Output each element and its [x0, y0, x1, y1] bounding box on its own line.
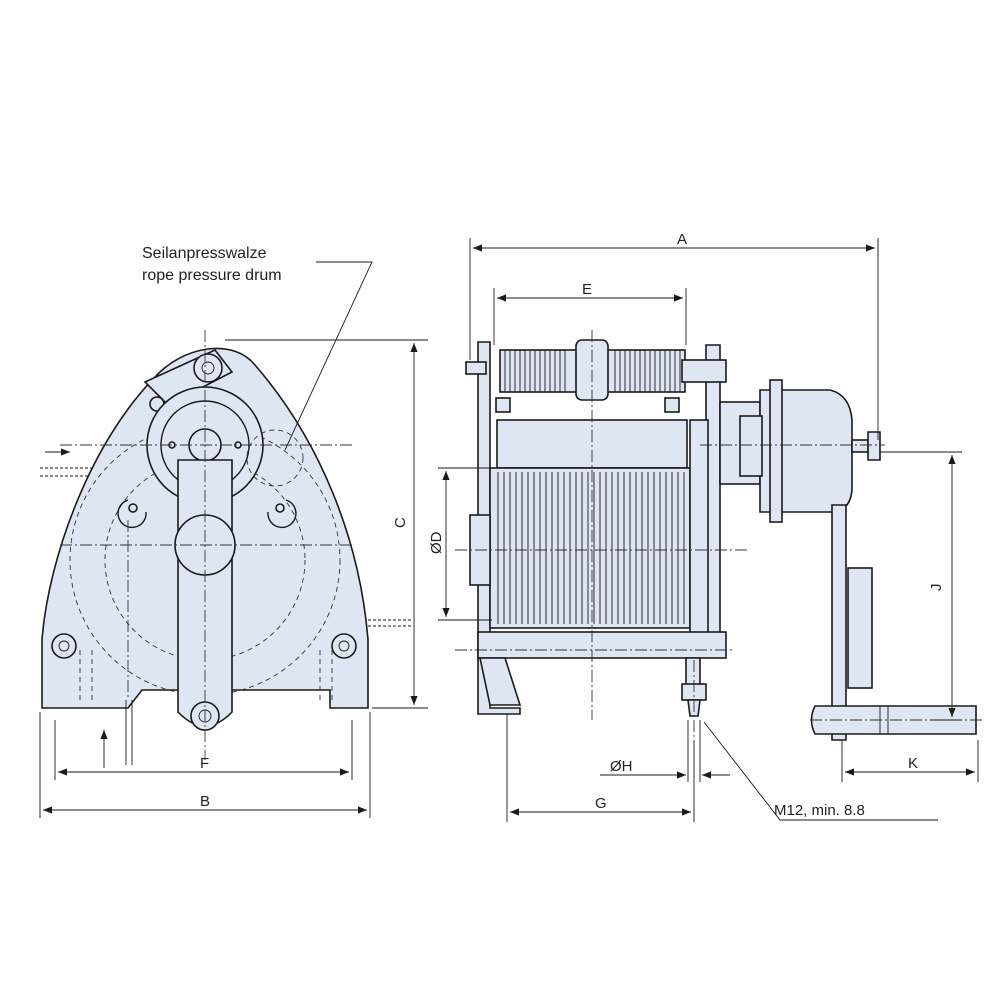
dim-label-g: G [595, 795, 607, 812]
dim-label-a: A [677, 231, 687, 248]
dim-label-j: J [928, 584, 945, 592]
frame-left [477, 341, 521, 715]
rope-drum-label-en: rope pressure drum [142, 267, 282, 284]
rope-drum-label-de: Seilanpresswalze [142, 245, 267, 262]
dim-label-f: F [200, 755, 209, 772]
dim-label-c: C [392, 517, 409, 528]
base-rail [477, 631, 727, 659]
bolt-leader [703, 721, 938, 821]
lock-right [267, 499, 297, 529]
mount-bolt-left [51, 633, 77, 659]
pressure-roller [193, 353, 223, 383]
mount-bolt-right [331, 633, 357, 659]
dim-label-b: B [200, 793, 210, 810]
brake-knob [867, 431, 881, 461]
side-view [455, 330, 985, 821]
dim-label-e: E [582, 281, 592, 298]
lock-left [117, 499, 147, 529]
leader-line [284, 261, 373, 451]
bolt-spec-label: M12, min. 8.8 [774, 802, 865, 819]
dim-label-k: K [908, 755, 918, 772]
rope-bottom [125, 700, 133, 765]
front-view [40, 261, 412, 768]
side-dimensions [438, 238, 979, 822]
rope-right [368, 619, 412, 627]
dim-label-d: ØD [428, 531, 445, 554]
dim-label-h: ØH [610, 758, 633, 775]
front-dimensions [39, 339, 428, 818]
crank-shaft [831, 504, 847, 741]
crank-grip-upper [847, 567, 873, 689]
